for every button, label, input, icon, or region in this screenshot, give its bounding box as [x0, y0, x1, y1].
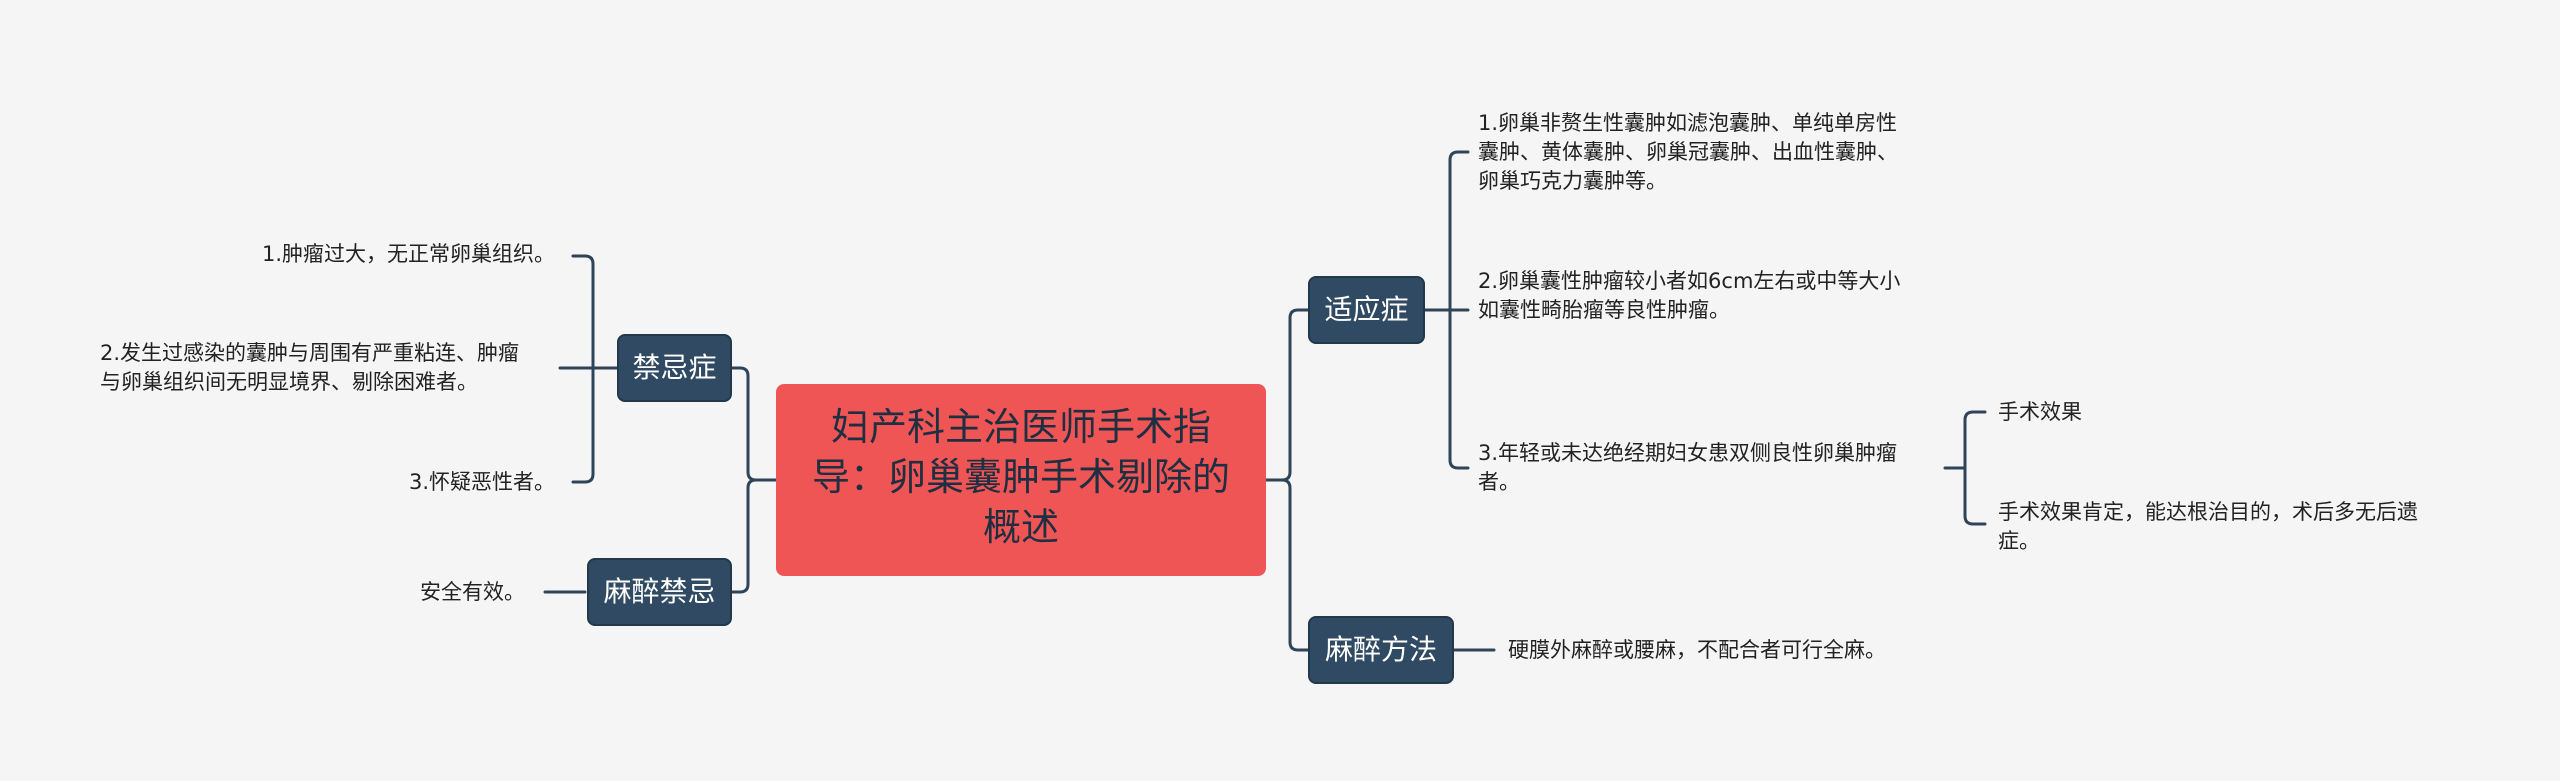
indication-subitem-1: 手术效果 [1998, 400, 2082, 424]
contraindication-item-1: 1.肿瘤过大，无正常卵巢组织。 [261, 242, 555, 266]
link-root-contraindications [730, 366, 778, 482]
branch-anesthesia-method[interactable]: 麻醉方法 [1308, 616, 1454, 684]
branch-indications[interactable]: 适应症 [1308, 276, 1425, 344]
link-root-anesthesia-method [1264, 478, 1310, 652]
link-root-indications [1264, 308, 1310, 482]
contraindication-item-3: 3.怀疑恶性者。 [408, 470, 555, 494]
branch-contraindications[interactable]: 禁忌症 [617, 334, 732, 402]
contraindication-item-2: 2.发生过感染的囊肿与周围有严重粘连、肿瘤 与卵巢组织间无明显境界、剔除困难者。 [100, 341, 520, 394]
anesthesia-method-item-1: 硬膜外麻醉或腰麻，不配合者可行全麻。 [1508, 638, 1886, 662]
anesthesia-contraindication-item-1: 安全有效。 [420, 580, 525, 604]
link-item3-subitems [1943, 410, 1987, 526]
branch-anesthesia-contraindications[interactable]: 麻醉禁忌 [587, 558, 732, 626]
indication-subitem-2: 手术效果肯定，能达根治目的，术后多无后遗 症。 [1998, 500, 2418, 553]
indication-item-2: 2.卵巢囊性肿瘤较小者如6cm左右或中等大小 如囊性畸胎瘤等良性肿瘤。 [1478, 269, 1901, 322]
root-topic[interactable]: 妇产科主治医师手术指导：卵巢囊肿手术剔除的概述 [776, 384, 1266, 576]
indication-item-1: 1.卵巢非赘生性囊肿如滤泡囊肿、单纯单房性 囊肿、黄体囊肿、卵巢冠囊肿、出血性囊… [1478, 111, 1898, 193]
indication-item-3: 3.年轻或未达绝经期妇女患双侧良性卵巢肿瘤 者。 [1478, 441, 1898, 494]
link-root-anesthesia-contra [730, 478, 778, 594]
